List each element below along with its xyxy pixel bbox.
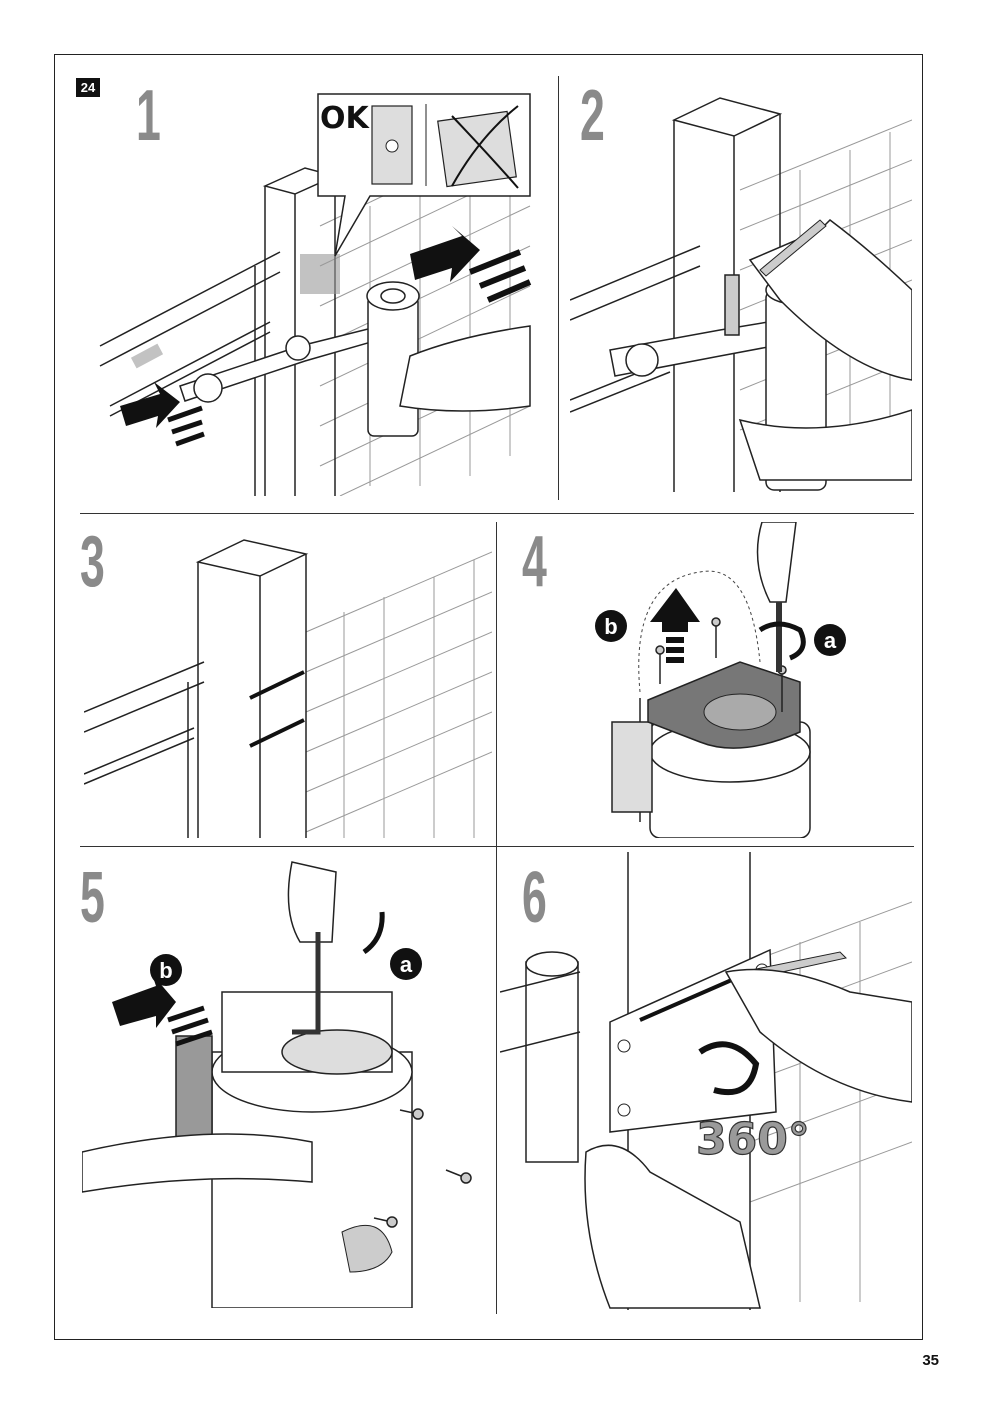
motor-cover bbox=[647, 661, 801, 749]
gate-frame bbox=[500, 971, 581, 1053]
rotation-label: 360° bbox=[696, 1114, 810, 1165]
figure-label: 24 bbox=[76, 78, 100, 97]
page-number: 35 bbox=[922, 1352, 939, 1369]
gate-frame bbox=[570, 245, 701, 413]
arrow-up-icon bbox=[650, 588, 700, 663]
step-number-2: 2 bbox=[580, 76, 605, 156]
cap-icon bbox=[341, 1224, 393, 1273]
bracket-mark bbox=[300, 254, 340, 294]
bracket-plate bbox=[175, 1035, 213, 1147]
label-b-circle bbox=[595, 610, 627, 642]
ok-callout bbox=[317, 93, 531, 257]
gate-hinge bbox=[525, 951, 579, 1163]
gate-frame bbox=[84, 661, 205, 838]
actuator-arm bbox=[609, 274, 785, 377]
step-number-5: 5 bbox=[80, 858, 105, 938]
screwdriver-icon bbox=[776, 602, 782, 672]
panel-2-illustration bbox=[570, 97, 912, 492]
label-b: b bbox=[604, 614, 617, 639]
label-b: b bbox=[159, 958, 172, 983]
marking-lines bbox=[249, 670, 305, 748]
panel-6-illustration: 360° bbox=[500, 852, 912, 1310]
step-number-1: 1 bbox=[136, 76, 161, 156]
step-number-4: 4 bbox=[522, 522, 547, 602]
hand-holding bbox=[738, 409, 912, 481]
gate-post bbox=[262, 167, 338, 496]
label-a-circle bbox=[390, 948, 422, 980]
actuator-arm bbox=[179, 325, 387, 403]
hand-screwdriver bbox=[756, 522, 797, 603]
gate-post bbox=[195, 539, 309, 838]
hex-key-icon bbox=[292, 932, 321, 1035]
gate-post bbox=[671, 97, 783, 492]
rotate-icon bbox=[758, 621, 806, 661]
brick-wall bbox=[305, 551, 492, 838]
hand-hex-key bbox=[287, 861, 337, 943]
label-a-circle bbox=[814, 624, 846, 656]
panel-4-illustration: a b bbox=[595, 522, 846, 838]
screw-icon bbox=[373, 1108, 472, 1228]
label-b-circle bbox=[150, 954, 182, 986]
mounting-bracket bbox=[609, 948, 777, 1133]
divider-mid-vertical bbox=[496, 522, 497, 1314]
hand-drawing bbox=[724, 968, 912, 1103]
cross-icon bbox=[451, 105, 519, 189]
dashed-path bbox=[638, 570, 761, 693]
panel-1-illustration: OK bbox=[99, 93, 532, 496]
hand-drawing bbox=[748, 219, 912, 381]
rotate-icon bbox=[698, 1041, 760, 1096]
gate-frame bbox=[99, 251, 281, 496]
divider-top-vertical bbox=[558, 76, 559, 500]
gate-mark bbox=[130, 343, 164, 369]
figure-frame bbox=[54, 54, 923, 1340]
panel-5-illustration: a b bbox=[82, 861, 472, 1308]
divider-row2 bbox=[80, 846, 914, 847]
step-number-6: 6 bbox=[522, 858, 547, 938]
ok-label: OK bbox=[320, 101, 371, 136]
pencil-icon bbox=[759, 219, 827, 277]
label-a: a bbox=[824, 628, 837, 653]
hand-holding bbox=[584, 1144, 761, 1309]
divider-row1 bbox=[80, 513, 914, 514]
rotate-arrow-icon bbox=[362, 911, 385, 955]
actuator-arm bbox=[82, 1133, 313, 1193]
label-a: a bbox=[400, 952, 413, 977]
hand-arm bbox=[399, 325, 531, 412]
panel-3-illustration bbox=[84, 539, 492, 838]
step-number-3: 3 bbox=[80, 522, 105, 602]
arrow-icon bbox=[120, 226, 532, 447]
arrow-left-icon bbox=[112, 974, 213, 1047]
